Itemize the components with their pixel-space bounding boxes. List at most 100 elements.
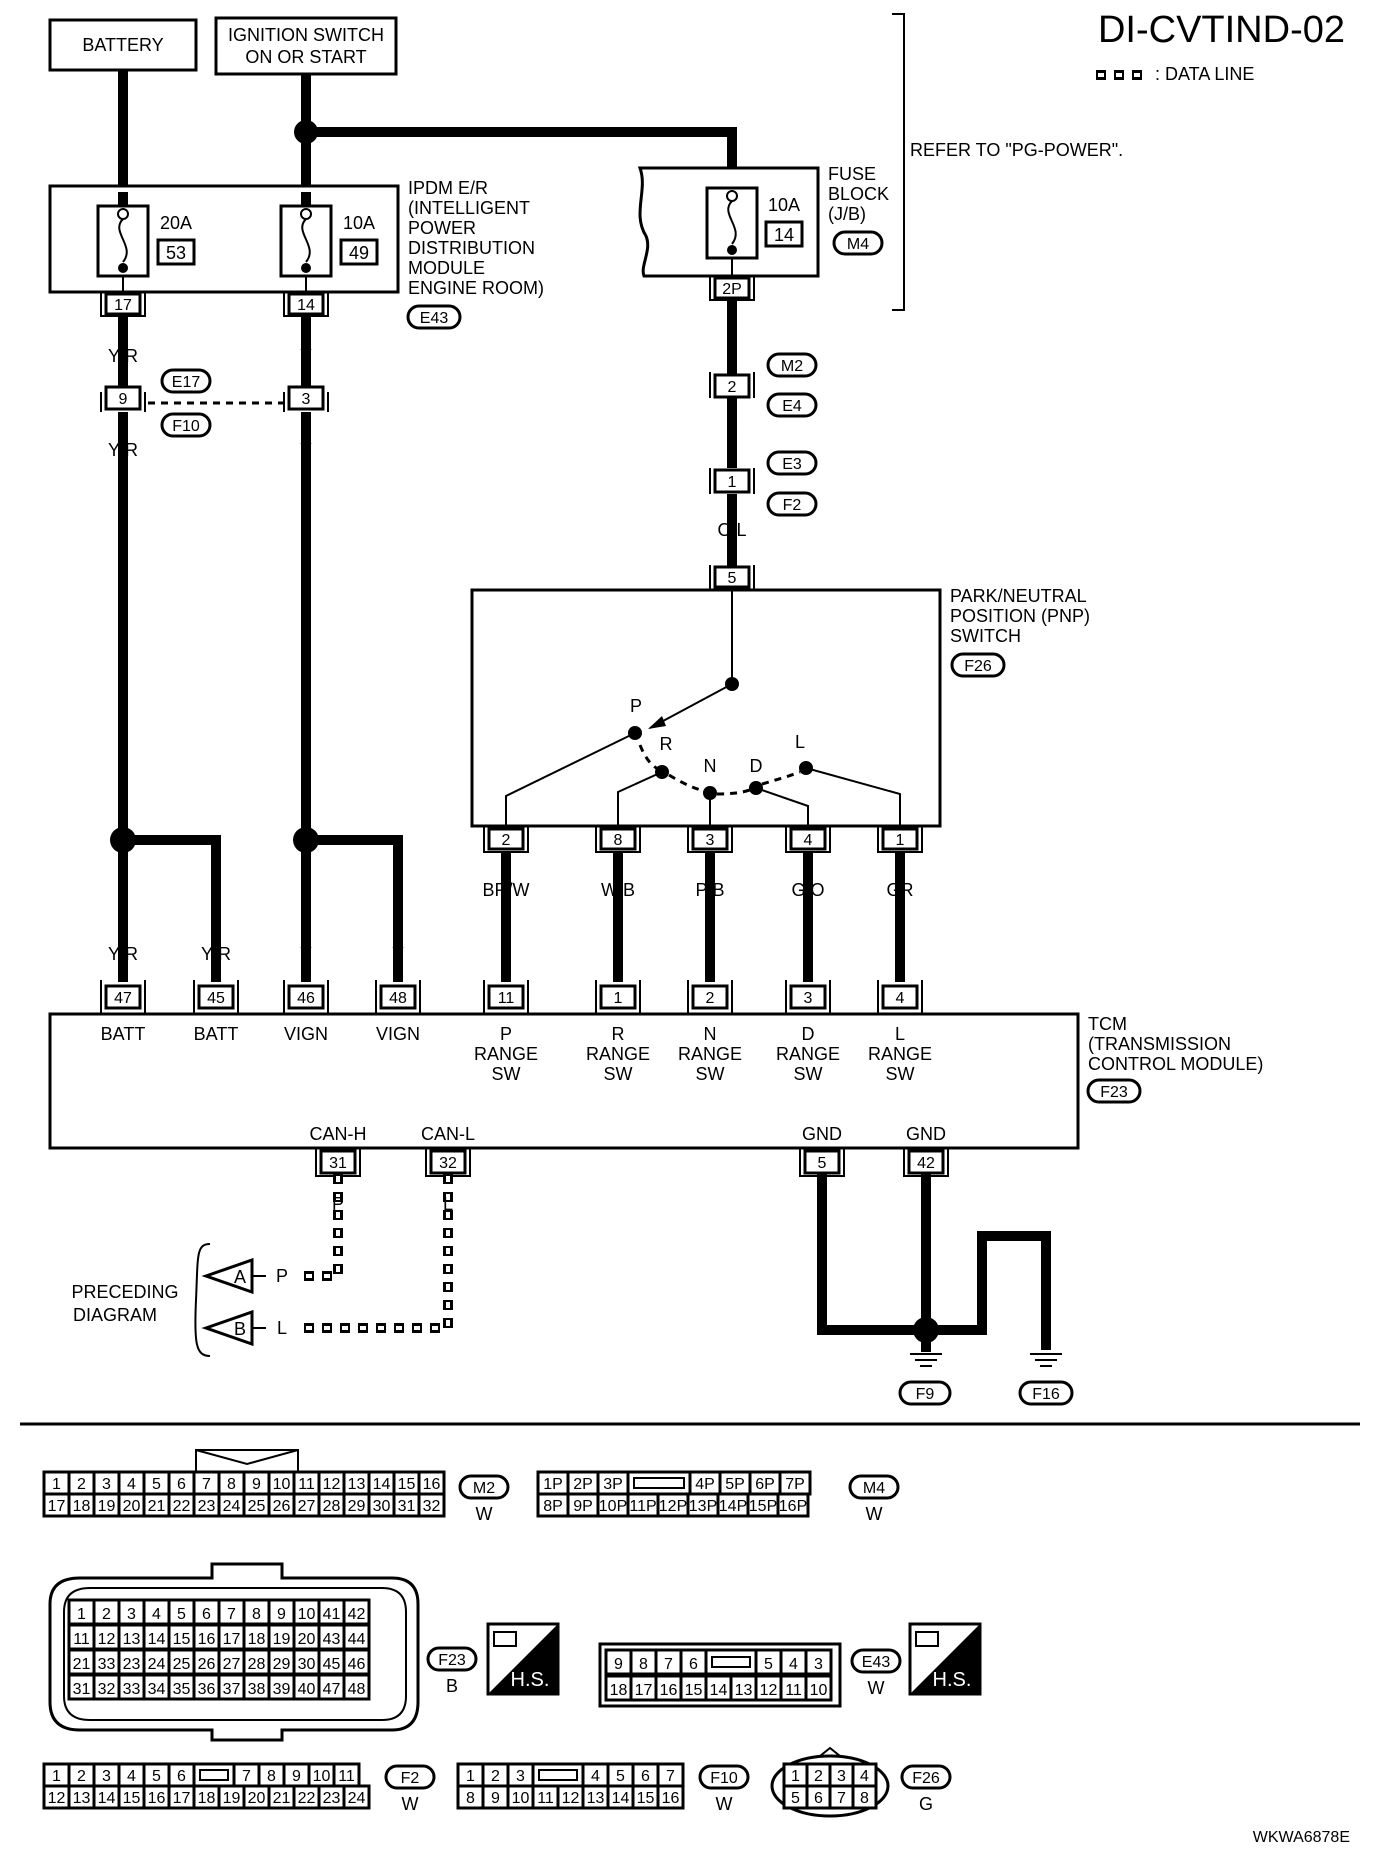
svg-text:18: 18 [73, 1498, 91, 1515]
connector-id-tag [384, 1764, 436, 1790]
svg-text:2: 2 [77, 1768, 86, 1785]
ground-tag-f9 [898, 1380, 952, 1406]
svg-text:5: 5 [177, 1606, 186, 1623]
svg-text:45: 45 [323, 1656, 341, 1673]
connector-color: W [716, 1794, 733, 1814]
svg-text:9P: 9P [573, 1498, 593, 1515]
svg-text:7: 7 [202, 1476, 211, 1493]
svg-text:42: 42 [348, 1606, 366, 1623]
svg-text:48: 48 [389, 990, 407, 1007]
svg-text:3: 3 [127, 1606, 136, 1623]
svg-text:16: 16 [660, 1682, 678, 1699]
pnp-wire-label: P/B [695, 880, 724, 900]
joint-connector-2: 2 [709, 372, 755, 399]
svg-text:ENGINE ROOM): ENGINE ROOM) [408, 278, 544, 298]
svg-text:10: 10 [512, 1790, 530, 1807]
svg-text:15: 15 [637, 1790, 655, 1807]
svg-text:TCM: TCM [1088, 1014, 1127, 1034]
svg-text:2P: 2P [722, 281, 742, 298]
svg-text:7: 7 [664, 1656, 673, 1673]
pnp-output-pin-3: 3 [687, 826, 733, 853]
gnd-wire-color-2: B [920, 1198, 932, 1218]
tag-e17-label: E17 [172, 374, 201, 391]
svg-text:6: 6 [814, 1790, 823, 1807]
svg-text:12: 12 [98, 1631, 116, 1648]
svg-text:37: 37 [223, 1681, 241, 1698]
svg-text:39: 39 [273, 1681, 291, 1698]
svg-text:34: 34 [148, 1681, 166, 1698]
tcm-pin-function-label: RANGE [474, 1044, 538, 1064]
connector-color: W [402, 1794, 419, 1814]
svg-text:5: 5 [818, 1155, 827, 1172]
svg-text:(TRANSMISSION: (TRANSMISSION [1088, 1034, 1231, 1054]
legend-label: : DATA LINE [1155, 64, 1254, 84]
svg-text:30: 30 [373, 1498, 391, 1515]
svg-text:3: 3 [814, 1656, 823, 1673]
svg-text:4: 4 [152, 1606, 161, 1623]
yr-label-3: Y/R [108, 944, 138, 964]
tcm-top-pin-48: 48 [375, 980, 421, 1014]
svg-text:H.S.: H.S. [933, 1669, 972, 1691]
pnp-name: PARK/NEUTRAL POSITION (PNP) SWITCH [950, 586, 1090, 646]
tcm-pin-function-label: SW [794, 1064, 823, 1084]
joint-connector-9: 9 [100, 385, 146, 412]
svg-text:13: 13 [735, 1682, 753, 1699]
ignition-line2: ON OR START [245, 47, 366, 67]
svg-text:9: 9 [252, 1476, 261, 1493]
svg-text:1: 1 [728, 474, 737, 491]
gnd-wire-color-1: B [816, 1198, 828, 1218]
svg-text:24: 24 [348, 1790, 366, 1807]
svg-text:F2: F2 [401, 1770, 420, 1787]
connector-id-tag [698, 1764, 750, 1790]
svg-text:32: 32 [423, 1498, 441, 1515]
svg-text:7: 7 [227, 1606, 236, 1623]
svg-text:29: 29 [348, 1498, 366, 1515]
yr-label-2: Y/R [108, 440, 138, 460]
connector-id-tag [848, 1474, 900, 1500]
tcm-top-pin-3: 3 [785, 980, 831, 1014]
svg-text:15: 15 [123, 1790, 141, 1807]
preceding-line2: DIAGRAM [73, 1305, 157, 1325]
svg-text:2: 2 [502, 832, 511, 849]
p-label-1: P [726, 328, 738, 348]
svg-text:4: 4 [127, 1768, 136, 1785]
svg-text:12: 12 [760, 1682, 778, 1699]
svg-text:3: 3 [804, 990, 813, 1007]
svg-text:3: 3 [302, 391, 311, 408]
tag-f2 [766, 491, 818, 517]
pnp-wire-label: BR/W [483, 880, 530, 900]
svg-text:7: 7 [242, 1768, 251, 1785]
svg-text:16: 16 [148, 1790, 166, 1807]
svg-text:1: 1 [466, 1768, 475, 1785]
svg-text:12: 12 [323, 1476, 341, 1493]
hs-badge-icon: H.S. [908, 1622, 982, 1696]
gnd-wire-5 [817, 1174, 926, 1335]
svg-text:5: 5 [728, 570, 737, 587]
tag-e4-label: E4 [782, 398, 802, 415]
svg-text:24: 24 [148, 1656, 166, 1673]
svg-text:40: 40 [298, 1681, 316, 1698]
tcm-pin-function-label: VIGN [284, 1024, 328, 1044]
ground-symbol-f16 [1030, 1353, 1062, 1367]
svg-text:9: 9 [119, 391, 128, 408]
tcm-connector-tag [1086, 1078, 1142, 1104]
tag-e3 [766, 450, 818, 476]
svg-text:11: 11 [338, 1768, 355, 1785]
connector-color: G [919, 1794, 933, 1814]
pnp-connector-tag [950, 652, 1006, 678]
ignition-line1: IGNITION SWITCH [228, 25, 384, 45]
can-h-wire-color: P [332, 1194, 344, 1214]
pnp-wire-label: G/O [791, 880, 824, 900]
svg-text:11: 11 [537, 1790, 554, 1807]
svg-text:32: 32 [439, 1155, 457, 1172]
svg-text:8: 8 [860, 1790, 869, 1807]
svg-text:30: 30 [298, 1656, 316, 1673]
svg-text:6: 6 [202, 1606, 211, 1623]
svg-text:45: 45 [207, 990, 225, 1007]
svg-text:21: 21 [73, 1656, 91, 1673]
ipdm-connector-label: E43 [420, 310, 449, 327]
svg-text:13: 13 [123, 1631, 141, 1648]
